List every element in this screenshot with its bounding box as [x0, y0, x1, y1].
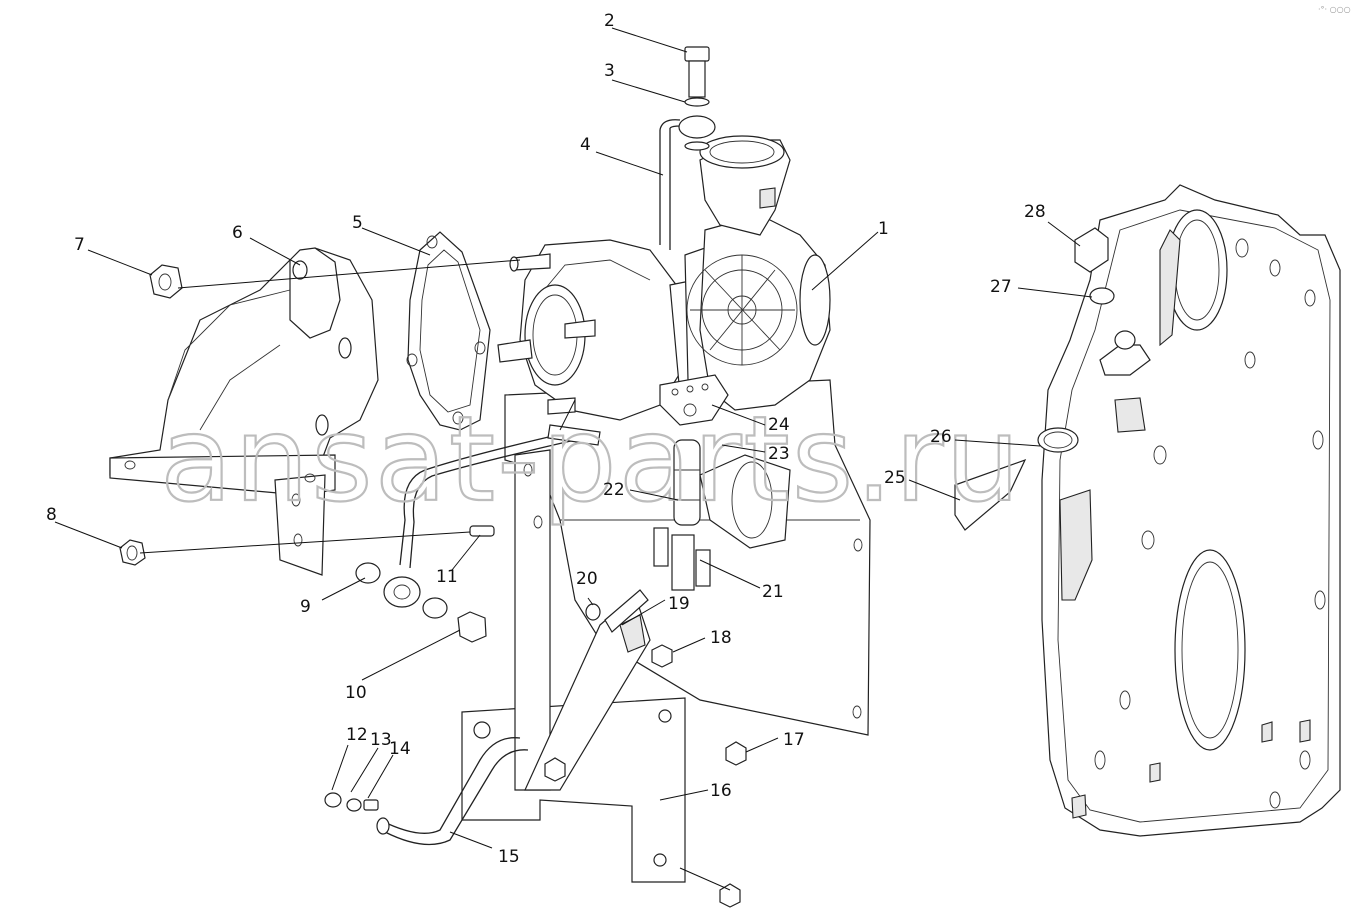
gasket [406, 231, 491, 431]
callout-28: 28 [1024, 202, 1046, 222]
turbocharger [497, 135, 831, 426]
callout-12: 12 [346, 725, 368, 745]
bolt-2 [684, 46, 710, 98]
pipe-15 [376, 737, 529, 846]
washer-27 [1089, 287, 1115, 305]
oil-feed-pipe [659, 119, 681, 250]
leader-lines [54, 27, 1093, 891]
watermark: ansat-parts.ru [160, 390, 1022, 528]
callout-4: 4 [580, 135, 591, 155]
flywheel-housing [1041, 184, 1341, 837]
nut-20 [585, 603, 601, 621]
callouts: 1 2 3 4 5 6 7 8 9 10 11 12 13 14 15 16 1… [46, 11, 1046, 867]
washer-12 [324, 792, 342, 808]
callout-16: 16 [710, 781, 732, 801]
washer-13 [346, 798, 362, 812]
callout-23: 23 [768, 444, 790, 464]
callout-7: 7 [74, 235, 85, 255]
callout-3: 3 [604, 61, 615, 81]
callout-18: 18 [710, 628, 732, 648]
fitting-21 [653, 527, 711, 591]
banjo-fitting [678, 115, 716, 139]
bolt-18 [651, 644, 673, 668]
callout-19: 19 [668, 594, 690, 614]
washer-9a [355, 562, 381, 584]
callout-15: 15 [498, 847, 520, 867]
callout-27: 27 [990, 277, 1012, 297]
nut-8 [119, 539, 146, 566]
funnel-25 [954, 458, 1027, 531]
fitting-14 [363, 799, 379, 811]
plug-28 [1074, 227, 1109, 273]
washer-lower [684, 141, 710, 151]
valve-23 [699, 454, 791, 549]
support-strut [524, 589, 651, 791]
callout-14: 14 [389, 739, 411, 759]
washer-3 [684, 97, 710, 107]
washer-9b [422, 597, 448, 619]
callout-22: 22 [603, 480, 625, 500]
callout-9: 9 [300, 597, 311, 617]
hose-22 [673, 439, 701, 526]
bolt-bracket [544, 757, 566, 782]
callout-10: 10 [345, 683, 367, 703]
mounting-bracket [461, 449, 686, 883]
callout-26: 26 [930, 427, 952, 447]
seal-26 [1037, 427, 1079, 453]
oil-return-pipe [399, 424, 601, 569]
callout-5: 5 [352, 213, 363, 233]
callout-24: 24 [768, 415, 790, 435]
bolt-10 [457, 611, 487, 643]
bolt-17 [725, 741, 747, 766]
callout-20: 20 [576, 569, 598, 589]
callout-2: 2 [604, 11, 615, 31]
corner-badge: ·°· ○○○ [1318, 5, 1351, 14]
callout-25: 25 [884, 468, 906, 488]
callout-13: 13 [370, 730, 392, 750]
callout-21: 21 [762, 582, 784, 602]
callout-17: 17 [783, 730, 805, 750]
nut-7 [149, 264, 183, 299]
callout-8: 8 [46, 505, 57, 525]
callout-11: 11 [436, 567, 458, 587]
bolt-lower [719, 883, 741, 908]
banjo-9 [383, 576, 421, 608]
callout-6: 6 [232, 223, 243, 243]
stud-11 [469, 525, 495, 537]
exhaust-elbow [109, 247, 379, 576]
callout-1: 1 [878, 219, 889, 239]
